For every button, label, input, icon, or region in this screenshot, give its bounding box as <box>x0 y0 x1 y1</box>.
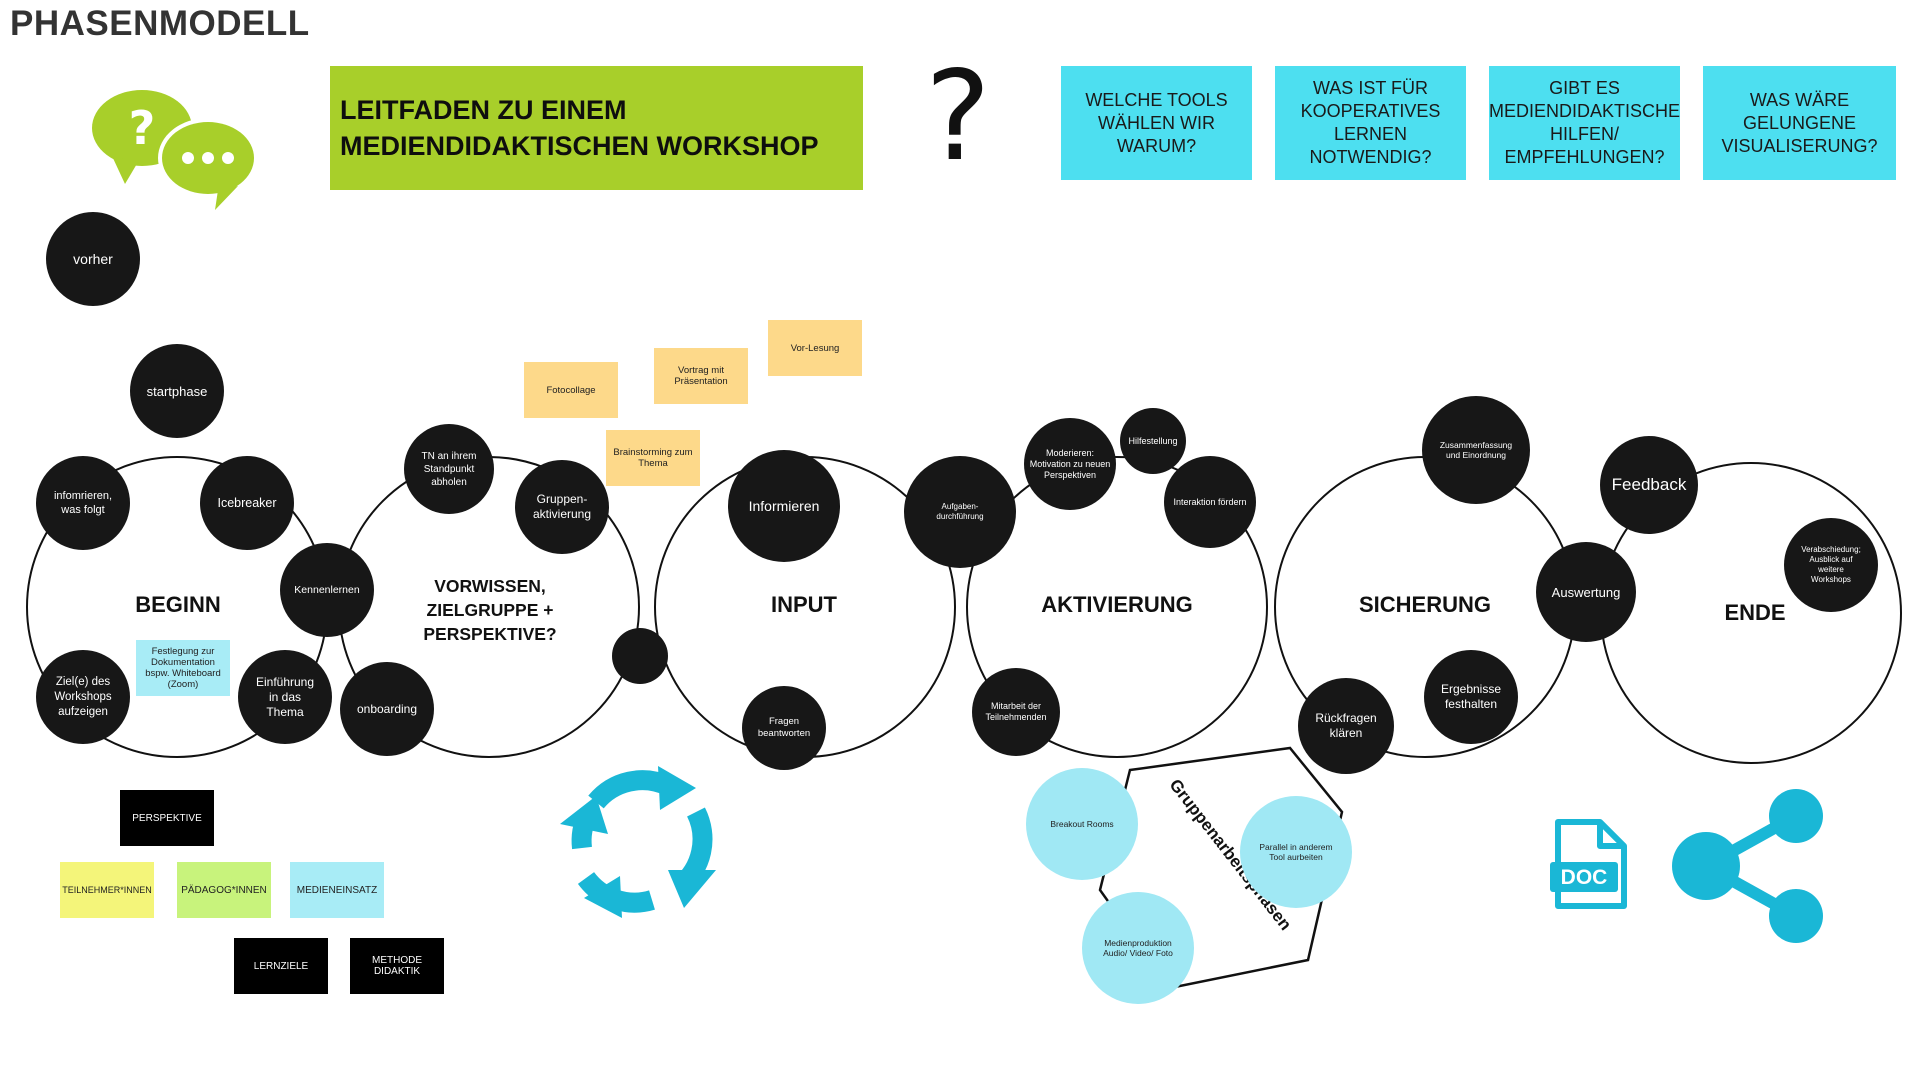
dot-kennenlernen: Kennenlernen <box>280 543 374 637</box>
sticky-fotocollage: Fotocollage <box>524 362 618 418</box>
dot-tn-abholen: TN an ihrem Standpunkt abholen <box>404 424 494 514</box>
dot-hilfestellung: Hilfestellung <box>1120 408 1186 474</box>
sticky-brainstorming: Brainstorming zum Thema <box>606 430 700 486</box>
legend-teilnehmer: TEILNEHMER*INNEN <box>60 862 154 918</box>
gruppenarbeit-hexagon <box>1098 746 1344 990</box>
page-title: PHASENMODELL <box>10 4 310 43</box>
dot-feedback: Feedback <box>1600 436 1698 534</box>
dot-startphase: startphase <box>130 344 224 438</box>
dot-connector <box>612 628 668 684</box>
phase-label-beginn: BEGINN <box>135 592 221 617</box>
dot-auswertung: Auswertung <box>1536 542 1636 642</box>
dot-gruppenaktivierung: Gruppen- aktivierung <box>515 460 609 554</box>
dot-ergebnisse: Ergebnisse festhalten <box>1424 650 1518 744</box>
phase-label-input: INPUT <box>771 592 837 617</box>
share-icon <box>1672 789 1823 943</box>
phase-ring-aktivierung <box>966 456 1268 758</box>
dot-zusammenfassung: Zusammenfassung und Einordnung <box>1422 396 1530 504</box>
question-mark-icon: ? <box>925 45 991 189</box>
dot-einfuehrung: Einführung in das Thema <box>238 650 332 744</box>
legend-perspektive: PERSPEKTIVE <box>120 790 214 846</box>
dot-aufgaben: Aufgaben- durchführung <box>904 456 1016 568</box>
legend-methode: METHODE DIDAKTIK <box>350 938 444 994</box>
dot-onboarding: onboarding <box>340 662 434 756</box>
dot-breakout-rooms: Breakout Rooms <box>1026 768 1138 880</box>
dot-informieren: Informieren <box>728 450 840 562</box>
phase-label-ende: ENDE <box>1724 600 1786 625</box>
dot-rueckfragen: Rückfragen klären <box>1298 678 1394 774</box>
legend-paedagog: PÄDAGOG*INNEN <box>177 862 271 918</box>
dot-mitarbeit: Mitarbeit der Teilnehmenden <box>972 668 1060 756</box>
question-box-visualisierung: WAS WÄRE GELUNGENE VISUALISERUNG? <box>1703 66 1896 180</box>
dot-medienproduktion: Medienproduktion Audio/ Video/ Foto <box>1082 892 1194 1004</box>
doc-icon-label: DOC <box>1560 866 1608 889</box>
question-box-kooperatives-lernen: WAS IST FÜR KOOPERATIVES LERNEN NOTWENDI… <box>1275 66 1466 180</box>
question-box-tools: WELCHE TOOLS WÄHLEN WIR WARUM? <box>1061 66 1252 180</box>
dot-ziele: Ziel(e) des Workshops aufzeigen <box>36 650 130 744</box>
title-box: LEITFADEN ZU EINEM MEDIENDIDAKTISCHEN WO… <box>330 66 863 190</box>
dot-verabschiedung: Verabschiedung; Ausblick auf weitere Wor… <box>1784 518 1878 612</box>
legend-medieneinsatz: MEDIENEINSATZ <box>290 862 384 918</box>
phase-label-sicherung: SICHERUNG <box>1358 592 1491 617</box>
refresh-cycle-icon <box>560 766 716 918</box>
dot-fragen: Fragen beantworten <box>742 686 826 770</box>
phase-label-vorwissen: VORWISSEN, ZIELGRUPPE + PERSPEKTIVE? <box>423 576 557 644</box>
svg-text:?: ? <box>129 101 156 155</box>
dot-informieren-folgt: infomrieren, was folgt <box>36 456 130 550</box>
dot-icebreaker: Icebreaker <box>200 456 294 550</box>
sticky-vorlesung: Vor-Lesung <box>768 320 862 376</box>
dot-moderieren: Moderieren: Motivation zu neuen Perspekt… <box>1024 418 1116 510</box>
sticky-festlegung: Festlegung zur Dokumentation bspw. White… <box>136 640 230 696</box>
question-box-hilfen: GIBT ES MEDIENDIDAKTISCHE HILFEN/ EMPFEH… <box>1489 66 1680 180</box>
speech-bubbles-icon: ? <box>92 90 258 210</box>
sticky-vortrag: Vortrag mit Präsentation <box>654 348 748 404</box>
title-text: LEITFADEN ZU EINEM MEDIENDIDAKTISCHEN WO… <box>340 95 819 161</box>
doc-file-icon <box>1550 819 1627 909</box>
dot-vorher: vorher <box>46 212 140 306</box>
legend-lernziele: LERNZIELE <box>234 938 328 994</box>
dot-parallel-tool: Parallel in anderem Tool aurbeiten <box>1240 796 1352 908</box>
phase-label-aktivierung: AKTIVIERUNG <box>1041 592 1193 617</box>
dot-interaktion: Interaktion fördern <box>1164 456 1256 548</box>
